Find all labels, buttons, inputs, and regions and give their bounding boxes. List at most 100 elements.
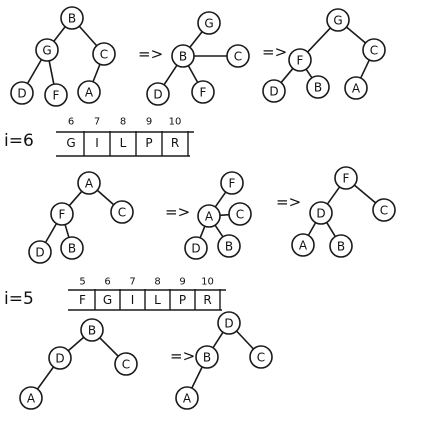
node-label: A	[27, 392, 36, 406]
tree-edge	[26, 58, 43, 85]
node-label: D	[153, 88, 162, 102]
array-prefix: i=5	[4, 289, 34, 309]
tree-edge	[52, 25, 67, 43]
array-cell: P	[145, 136, 152, 150]
tree-edge	[219, 213, 230, 217]
tree-edge	[92, 63, 101, 83]
node-label: G	[204, 17, 213, 31]
array-cell: R	[171, 136, 179, 150]
node-label: B	[314, 81, 322, 95]
tree-node: C	[228, 202, 252, 226]
array-cell: I	[131, 293, 135, 307]
tree-node: B	[80, 318, 104, 342]
tree-node: A	[77, 80, 101, 104]
array-index: 9	[179, 277, 185, 288]
transform-arrow: =>	[138, 45, 163, 63]
node-label: F	[53, 89, 60, 103]
tree-edge	[345, 26, 367, 44]
tree-node: A	[19, 386, 43, 410]
node-circle	[171, 44, 195, 68]
node-label: A	[85, 86, 94, 100]
tree-node: F	[288, 48, 312, 72]
tree-node: B	[60, 236, 84, 260]
node-label: D	[17, 87, 26, 101]
array-index: 7	[94, 117, 100, 128]
tree-node: D	[262, 79, 286, 103]
tree-node: A	[175, 386, 199, 410]
tree-node: D	[217, 311, 241, 335]
array-index: 10	[201, 277, 214, 288]
tree-edge	[199, 225, 206, 239]
array-cell: P	[179, 293, 186, 307]
tree-node: B	[171, 44, 195, 68]
node-label: A	[205, 210, 214, 224]
node-circle	[60, 236, 84, 260]
tree-node: F	[334, 166, 358, 190]
node-label: F	[200, 86, 207, 100]
node-circle	[146, 82, 170, 106]
tree-node: A	[344, 76, 368, 100]
array-index: 6	[68, 117, 74, 128]
node-circle	[10, 81, 34, 105]
node-circle	[306, 75, 330, 99]
tree-edge	[306, 27, 332, 53]
tree-edge	[359, 59, 371, 79]
tree-edge	[96, 189, 115, 206]
tree-edge	[235, 330, 255, 350]
tree-edge	[187, 64, 199, 84]
transform-arrow: =>	[262, 43, 287, 61]
node-circle	[262, 79, 286, 103]
node-circle	[326, 8, 350, 32]
node-circle	[197, 11, 221, 35]
transform-arrow: =>	[170, 347, 195, 365]
tree-node: F	[44, 83, 68, 107]
node-circle	[217, 311, 241, 335]
tree-edge	[212, 331, 224, 349]
node-label: D	[191, 242, 200, 256]
node-circle	[175, 386, 199, 410]
tree-node: D	[309, 201, 333, 225]
node-circle	[19, 386, 43, 410]
tree-edge	[191, 366, 203, 389]
tree-edge	[67, 336, 85, 352]
node-circle	[50, 202, 74, 226]
node-circle	[110, 200, 134, 224]
node-label: F	[343, 172, 350, 186]
node-circle	[362, 38, 386, 62]
tree-node: C	[249, 345, 273, 369]
tree-node: F	[220, 171, 244, 195]
node-label: B	[68, 12, 76, 26]
tree-edge	[307, 221, 317, 237]
transform-arrow: =>	[276, 193, 301, 211]
node-label: C	[122, 358, 130, 372]
node-circle	[291, 233, 315, 257]
tree-node: D	[10, 81, 34, 105]
tree-edge	[36, 366, 55, 390]
tree-node: F	[50, 202, 74, 226]
tree-node: G	[35, 38, 59, 62]
array-index: 7	[129, 277, 135, 288]
tree-node: C	[110, 200, 134, 224]
tree-edge	[68, 190, 83, 207]
node-circle	[48, 346, 72, 370]
tree-node: C	[372, 198, 396, 222]
node-label: A	[183, 392, 192, 406]
tree-edge	[325, 221, 337, 238]
node-circle	[191, 80, 215, 104]
array-cell: L	[120, 136, 127, 150]
array-index: 8	[120, 117, 126, 128]
node-label: B	[337, 240, 345, 254]
array-index: 10	[169, 117, 182, 128]
node-circle	[80, 318, 104, 342]
tree-node: B	[217, 234, 241, 258]
node-circle	[28, 240, 52, 264]
node-circle	[249, 345, 273, 369]
node-label: A	[85, 177, 94, 191]
array-index: 8	[154, 277, 160, 288]
